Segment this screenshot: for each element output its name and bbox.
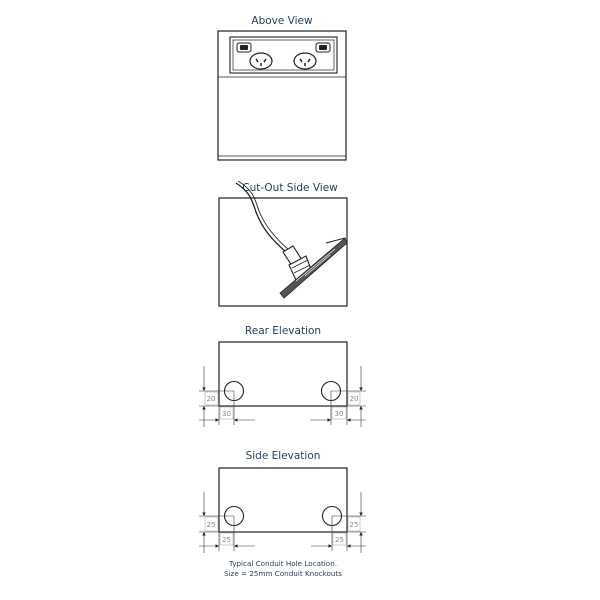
rear-left-horizontal-dim: 30: [222, 410, 231, 418]
cutout-side-view: Cut-Out Side View: [218, 180, 348, 307]
switch-icon-right: [315, 42, 331, 53]
note-line-1: Typical Conduit Hole Location.: [228, 559, 337, 568]
power-outlet-strip: [229, 36, 338, 74]
side-left-vertical-dim: 25: [207, 521, 216, 529]
rear-left-dimension: 20 30: [199, 366, 255, 427]
side-left-dimension: 25 25: [199, 492, 255, 553]
above-view: Above View: [217, 15, 347, 161]
side-right-dimension: 25 25: [311, 492, 366, 553]
rear-right-dimension: 20 30: [310, 366, 366, 427]
socket-icon-left: [249, 52, 273, 70]
angled-outlet-panel: [279, 237, 348, 299]
above-view-title: Above View: [251, 15, 313, 27]
side-left-horizontal-dim: 25: [222, 536, 231, 544]
side-right-vertical-dim: 25: [350, 521, 359, 529]
side-elevation-title: Side Elevation: [246, 450, 321, 462]
conduit-notes: Typical Conduit Hole Location. Size = 25…: [224, 559, 342, 578]
note-line-2: Size = 25mm Conduit Knockouts: [224, 569, 342, 578]
rear-left-vertical-dim: 20: [207, 395, 216, 403]
rear-elevation-title: Rear Elevation: [245, 325, 321, 337]
rear-right-horizontal-dim: 30: [335, 410, 344, 418]
cable-icon: [235, 182, 287, 253]
rear-right-vertical-dim: 20: [350, 395, 359, 403]
side-right-horizontal-dim: 25: [335, 536, 344, 544]
socket-icon-right: [293, 52, 317, 70]
cutout-view-title: Cut-Out Side View: [242, 182, 338, 194]
switch-icon-left: [236, 42, 252, 53]
side-elevation: Side Elevation 25 25: [199, 450, 366, 553]
rear-elevation: Rear Elevation 20 30: [199, 325, 366, 427]
